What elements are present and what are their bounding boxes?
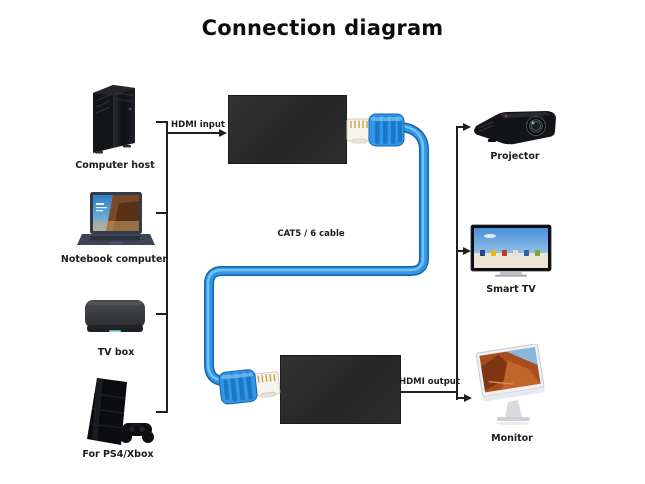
notebook-image	[77, 192, 155, 245]
rj45-connector-top-icon	[346, 113, 405, 147]
caption-ps4-xbox: For PS4/Xbox	[82, 449, 154, 460]
projector-image	[474, 111, 556, 145]
monitor-arrow-icon	[464, 394, 472, 402]
smart-tv-arrow-icon	[463, 247, 471, 255]
monitor-line	[456, 397, 465, 399]
tick-computer-host	[156, 121, 168, 123]
hdmi-extender-receiver	[280, 355, 401, 424]
right-bus-line	[456, 126, 458, 400]
caption-tv-box: TV box	[97, 347, 135, 358]
tick-notebook	[156, 212, 168, 214]
caption-projector: Projector	[490, 151, 540, 162]
hdmi-output-line	[400, 391, 458, 393]
hdmi-input-label: HDMI input	[171, 120, 225, 130]
hdmi-extender-transmitter	[228, 95, 347, 164]
hdmi-output-label: HDMI output	[399, 377, 460, 387]
caption-notebook: Notebook computer	[60, 254, 168, 265]
caption-smart-tv: Smart TV	[486, 284, 536, 295]
computer-host-image	[93, 85, 135, 154]
caption-computer-host: Computer host	[75, 160, 155, 171]
diagram-title: Connection diagram	[201, 16, 444, 40]
tv-box-image	[85, 300, 145, 332]
hdmi-input-arrow-icon	[219, 129, 227, 137]
smart-tv-line	[456, 250, 464, 252]
rj45-connector-bottom-icon	[218, 369, 281, 405]
hdmi-input-line	[166, 132, 220, 134]
tick-ps4	[156, 411, 168, 413]
projector-arrow-icon	[463, 123, 471, 131]
ps4-xbox-image	[87, 378, 154, 445]
caption-monitor: Monitor	[491, 433, 533, 444]
tick-tv-box	[156, 313, 168, 315]
left-bus-line	[166, 121, 168, 413]
cable-label: CAT5 / 6 cable	[277, 229, 345, 239]
smart-tv-image	[470, 224, 552, 277]
projector-line	[456, 126, 464, 128]
monitor-image	[475, 344, 545, 426]
